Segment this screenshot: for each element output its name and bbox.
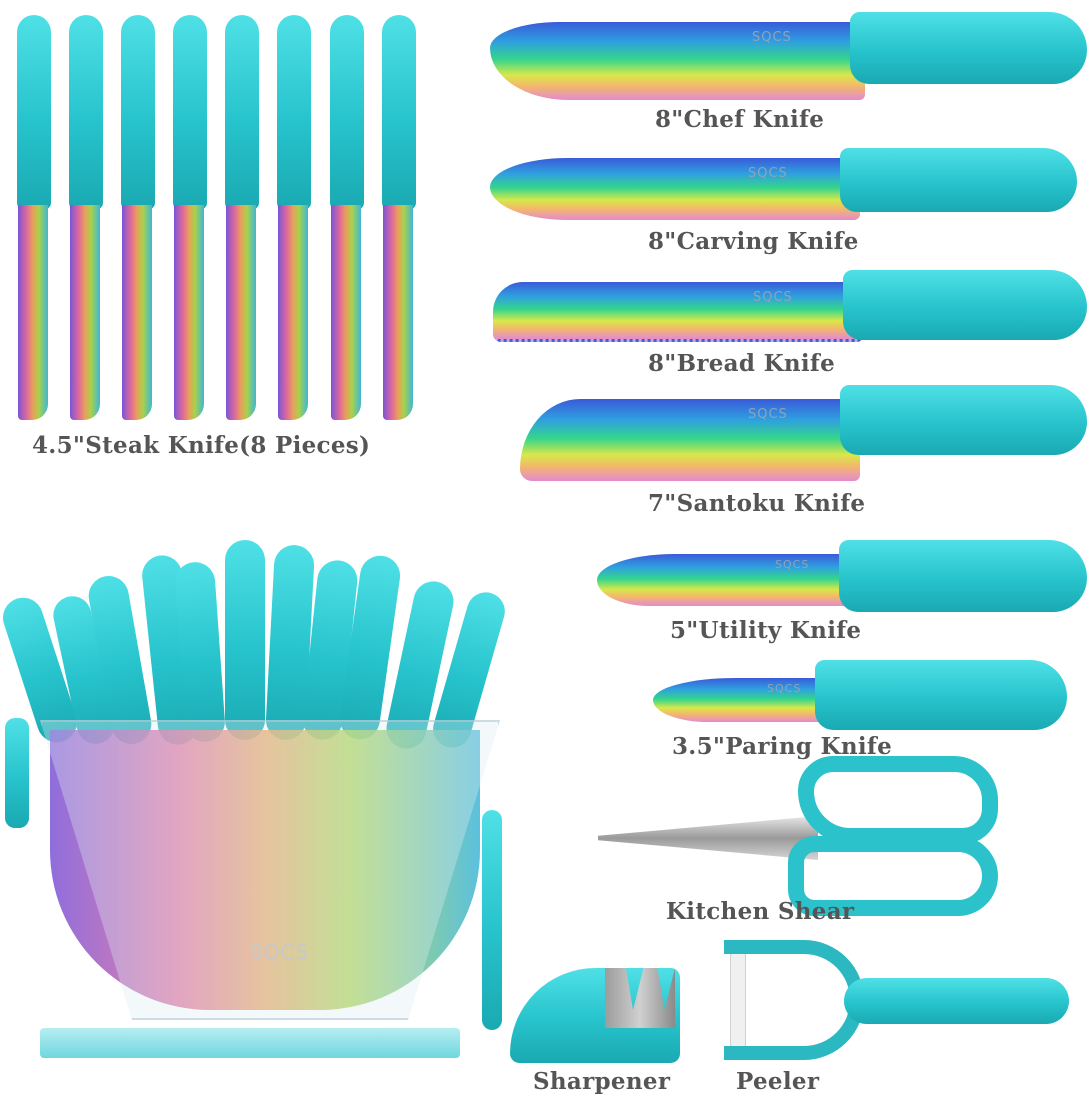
- steak-knife: [274, 15, 316, 420]
- peeler-head: [724, 940, 864, 1060]
- steak-knife-handle: [69, 15, 103, 210]
- acrylic-block: [40, 720, 500, 1020]
- brand-mark: SQCS: [775, 558, 810, 571]
- santoku-knife: SQCS: [520, 385, 1087, 485]
- steak-knife: [170, 15, 212, 420]
- steak-knife: [327, 15, 369, 420]
- chef-knife: SQCS: [490, 12, 1087, 102]
- knife-handle: [850, 12, 1087, 84]
- steak-knife-handle: [17, 15, 51, 210]
- steak-knife: [222, 15, 264, 420]
- steak-knife-handle: [330, 15, 364, 210]
- paring-knife: SQCS: [653, 660, 1067, 736]
- peeler: [724, 940, 1069, 1065]
- knife-handle: [840, 385, 1087, 455]
- side-peeler: [482, 810, 502, 1030]
- utility-knife-label: 5"Utility Knife: [670, 617, 862, 644]
- steak-knife: [379, 15, 421, 420]
- knife-handle: [843, 270, 1087, 340]
- carving-knife: SQCS: [490, 148, 1087, 228]
- steak-knife-handle: [173, 15, 207, 210]
- knife-blade: [653, 678, 833, 722]
- shear-blade: [598, 816, 818, 860]
- knife-blade: [490, 158, 860, 220]
- chef-knife-label: 8"Chef Knife: [655, 106, 825, 133]
- santoku-knife-label: 7"Santoku Knife: [648, 490, 866, 517]
- steak-knife-blade: [122, 205, 152, 420]
- steak-knife: [14, 15, 56, 420]
- kitchen-shear: [598, 756, 1008, 916]
- knife-block-set: SQCS: [0, 540, 540, 1070]
- knife-handle: [815, 660, 1067, 730]
- knife-handles-fan: [0, 540, 520, 753]
- knife-blade: [490, 22, 865, 100]
- kitchen-shear-label: Kitchen Shear: [666, 898, 855, 925]
- steak-knife-label: 4.5"Steak Knife(8 Pieces): [32, 432, 371, 459]
- steak-knife: [66, 15, 108, 420]
- shear-upper-handle: [798, 756, 998, 844]
- bread-knife: SQCS: [493, 270, 1087, 350]
- steak-knife-blade: [331, 205, 361, 420]
- paring-knife-label: 3.5"Paring Knife: [672, 733, 893, 760]
- carving-knife-label: 8"Carving Knife: [648, 228, 859, 255]
- side-shear: [5, 718, 29, 828]
- peeler-label: Peeler: [736, 1068, 820, 1095]
- sharpener-label: Sharpener: [533, 1068, 671, 1095]
- sharpener: [510, 968, 680, 1068]
- knife-blade: [597, 554, 857, 606]
- utility-knife: SQCS: [597, 540, 1087, 616]
- peeler-handle: [844, 978, 1069, 1024]
- brand-mark: SQCS: [753, 290, 793, 305]
- steak-knife-blade: [70, 205, 100, 420]
- steak-knife-handle: [382, 15, 416, 210]
- brand-mark: SQCS: [752, 30, 792, 45]
- steak-knife-handle: [225, 15, 259, 210]
- steak-knife-blade: [278, 205, 308, 420]
- knife-blade: [520, 399, 860, 481]
- steak-knife-blade: [383, 205, 413, 420]
- knife-handle: [840, 148, 1077, 212]
- brand-mark: SQCS: [748, 166, 788, 181]
- steak-knife-blade: [226, 205, 256, 420]
- knife-handle: [839, 540, 1087, 612]
- steak-knife-group: [0, 0, 430, 430]
- steak-knife-blade: [174, 205, 204, 420]
- block-brand-mark: SQCS: [250, 940, 310, 964]
- brand-mark: SQCS: [767, 682, 802, 695]
- steak-knife-handle: [277, 15, 311, 210]
- steak-knife: [118, 15, 160, 420]
- block-base: [40, 1028, 460, 1058]
- knife-blade: [493, 282, 863, 342]
- brand-mark: SQCS: [748, 407, 788, 422]
- bread-knife-label: 8"Bread Knife: [648, 350, 836, 377]
- knife-blades-fan: [50, 730, 480, 1010]
- steak-knife-handle: [121, 15, 155, 210]
- steak-knife-blade: [18, 205, 48, 420]
